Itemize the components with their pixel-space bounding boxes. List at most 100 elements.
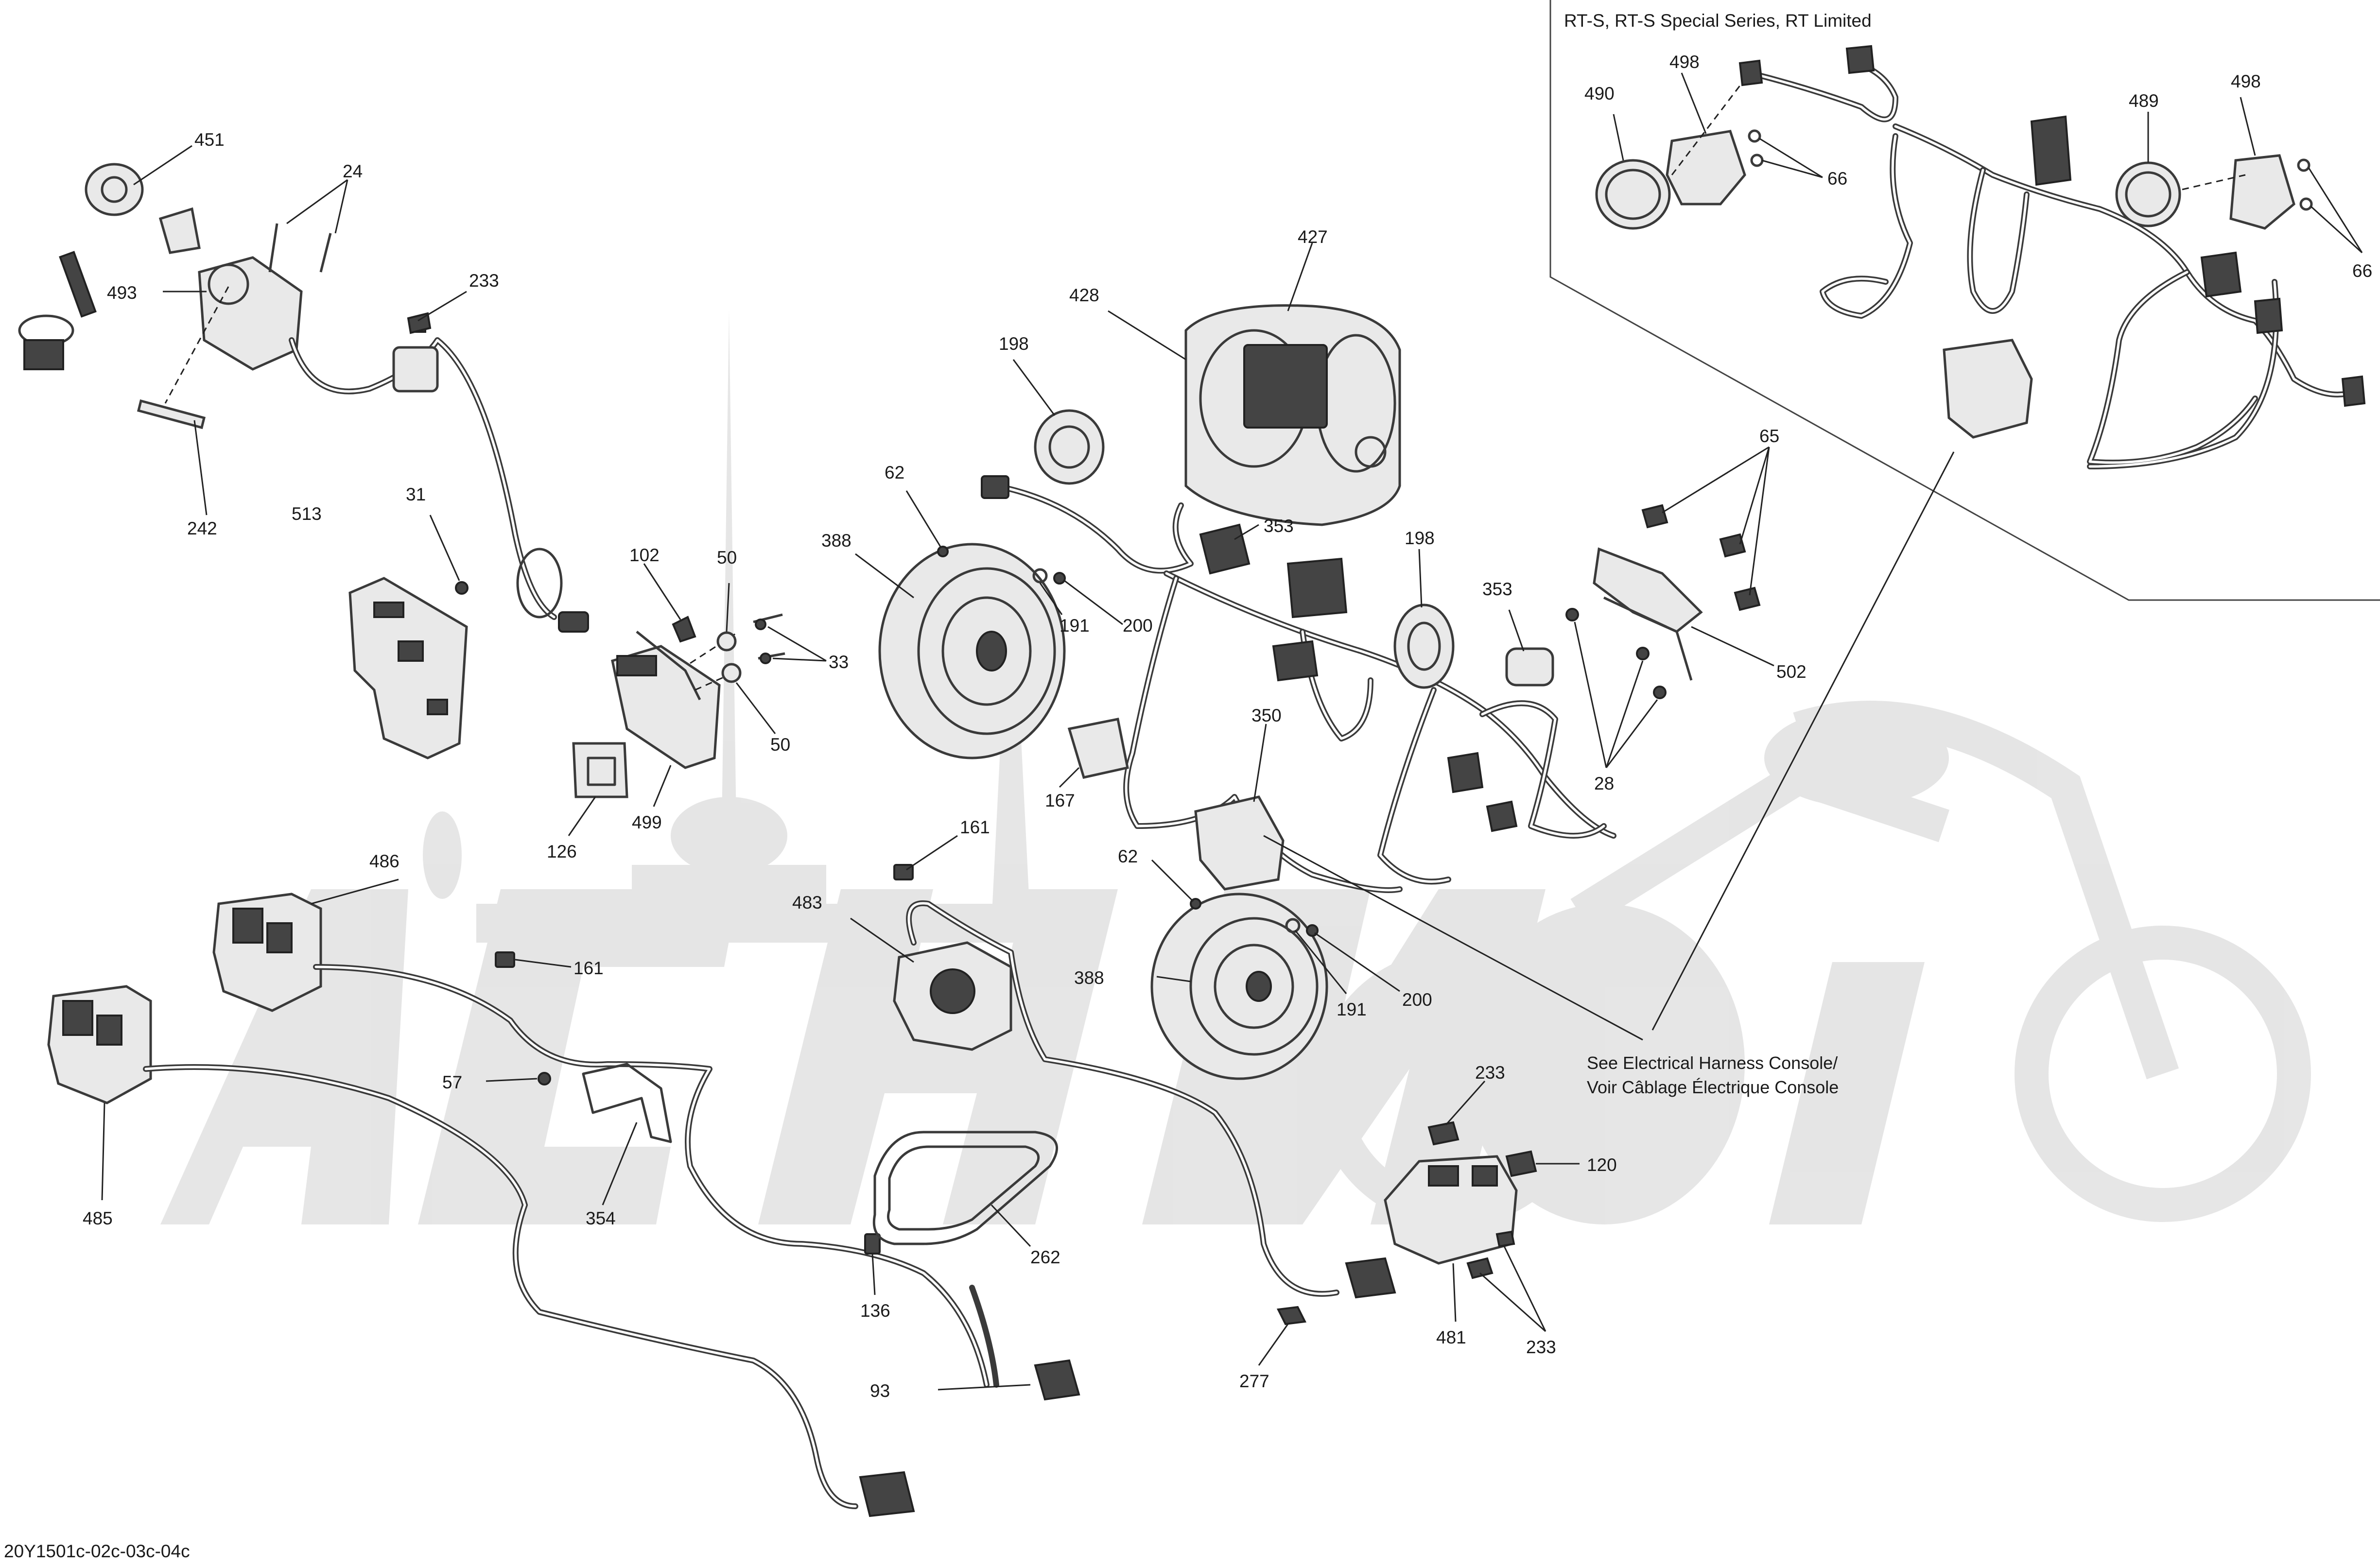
callout-198-top: 198 xyxy=(999,334,1029,354)
connector-harness-e xyxy=(1486,800,1518,832)
callout-451: 451 xyxy=(194,130,225,150)
callout-481: 481 xyxy=(1436,1327,1466,1347)
callout-388-bottom: 388 xyxy=(1074,968,1104,988)
callout-50-bottom: 50 xyxy=(770,735,790,755)
connector-harness-c xyxy=(1272,640,1319,682)
callout-499: 499 xyxy=(632,812,662,832)
connector-lower xyxy=(859,1471,915,1517)
callout-labels: 451 24 493 233 242 513 31 102 50 33 50 1… xyxy=(83,52,2372,1401)
callout-502: 502 xyxy=(1776,662,1807,682)
connector-harness-b xyxy=(1286,557,1348,619)
inset-connector-c xyxy=(2030,115,2072,186)
drawing-code: 20Y1501c-02c-03c-04c xyxy=(4,1541,190,1561)
callout-277: 277 xyxy=(1239,1371,1269,1391)
cluster-screen xyxy=(1243,344,1328,429)
washer-50-top xyxy=(716,631,737,652)
variant-title: RT-S, RT-S Special Series, RT Limited xyxy=(1564,11,1872,31)
callout-57: 57 xyxy=(442,1072,462,1092)
callout-513: 513 xyxy=(292,504,322,524)
callout-33: 33 xyxy=(829,652,849,672)
callout-191-top: 191 xyxy=(1060,616,1090,636)
washer-191-lower xyxy=(1285,918,1301,933)
callout-31: 31 xyxy=(406,484,426,504)
relay-350 xyxy=(1194,795,1285,891)
callout-428: 428 xyxy=(1069,285,1099,305)
bracket-242 xyxy=(137,399,206,430)
inset-connector-a xyxy=(1738,59,1763,86)
callout-136: 136 xyxy=(860,1301,890,1321)
callout-50-top: 50 xyxy=(717,548,737,568)
speaker-upper-group xyxy=(878,409,1105,759)
connector-harness-d xyxy=(1447,752,1484,793)
screw-66-c xyxy=(2297,158,2311,172)
handlebar-switch-group xyxy=(47,864,1080,1517)
clip-120 xyxy=(1505,1150,1537,1177)
clip-65-a xyxy=(1641,504,1668,529)
callout-486: 486 xyxy=(369,851,400,871)
clip-233-c1 xyxy=(1466,1257,1494,1279)
screw-28-a xyxy=(1565,608,1579,621)
gasket-262 xyxy=(872,1131,1059,1245)
callout-388-top: 388 xyxy=(821,531,851,551)
screw-57 xyxy=(538,1072,551,1085)
bracket-513 xyxy=(348,577,468,759)
callout-490: 490 xyxy=(1584,84,1615,103)
speaker-388-lower xyxy=(1150,893,1328,1080)
callout-483: 483 xyxy=(792,893,822,913)
connector-483 xyxy=(1345,1257,1396,1299)
connector-353-a xyxy=(1199,523,1251,575)
callout-120: 120 xyxy=(1587,1155,1617,1175)
callout-65: 65 xyxy=(1759,426,1779,446)
ignition-switch-group xyxy=(18,163,589,633)
screw-28-b xyxy=(1636,647,1650,660)
grommet-198-upper xyxy=(1034,409,1105,485)
callout-102: 102 xyxy=(629,545,660,565)
pad-126 xyxy=(572,742,628,798)
module-499-group xyxy=(572,613,785,798)
clip-161-b xyxy=(495,951,515,968)
callout-493: 493 xyxy=(107,283,137,303)
clip-65-c xyxy=(1734,586,1761,611)
screw-66-a xyxy=(1748,129,1761,143)
inset-connector-e xyxy=(2254,297,2283,334)
instrument-cluster-group xyxy=(1184,304,1401,526)
callout-498-right: 498 xyxy=(2231,71,2261,91)
inset-module xyxy=(1943,339,2033,439)
clip-167 xyxy=(1067,718,1129,779)
grommet-198-right xyxy=(1393,603,1455,689)
module-499 xyxy=(611,645,721,769)
clip-233-a xyxy=(407,312,432,334)
callout-24: 24 xyxy=(343,161,363,181)
washer-50-bottom xyxy=(721,663,742,683)
bracket-502-group xyxy=(1565,504,1761,699)
callout-66-left: 66 xyxy=(1827,169,1847,189)
harness-reference-note: See Electrical Harness Console/ Voir Câb… xyxy=(1587,1053,1839,1097)
note-line-2: Voir Câblage Électrique Console xyxy=(1587,1077,1839,1097)
callout-66-right: 66 xyxy=(2352,261,2372,281)
screw-31 xyxy=(455,581,469,595)
callout-233-top: 233 xyxy=(469,271,499,291)
screw-28-c xyxy=(1653,686,1667,699)
watermark-logo xyxy=(160,311,2311,1227)
washer-191-upper xyxy=(1032,568,1048,584)
callout-126: 126 xyxy=(547,842,577,861)
ignition-cap-451 xyxy=(85,163,144,216)
bracket-513-group xyxy=(348,577,469,759)
nut-200-upper xyxy=(1053,572,1066,585)
inset-connector-f xyxy=(2341,375,2366,407)
callout-28: 28 xyxy=(1594,774,1614,793)
callout-93: 93 xyxy=(870,1381,890,1401)
callout-161-top: 161 xyxy=(960,817,990,837)
switch-483-group xyxy=(872,900,1396,1326)
callout-353-right: 353 xyxy=(1482,579,1512,599)
callout-200-top: 200 xyxy=(1123,616,1153,636)
callout-62-bottom: 62 xyxy=(1118,846,1138,866)
connector-353-b xyxy=(1505,647,1554,687)
callout-200-bottom: 200 xyxy=(1402,990,1432,1010)
callout-353-center: 353 xyxy=(1264,516,1294,536)
callout-354: 354 xyxy=(586,1208,616,1228)
callout-485: 485 xyxy=(83,1208,113,1228)
callout-350: 350 xyxy=(1251,706,1282,725)
callout-233-right: 233 xyxy=(1475,1063,1505,1083)
